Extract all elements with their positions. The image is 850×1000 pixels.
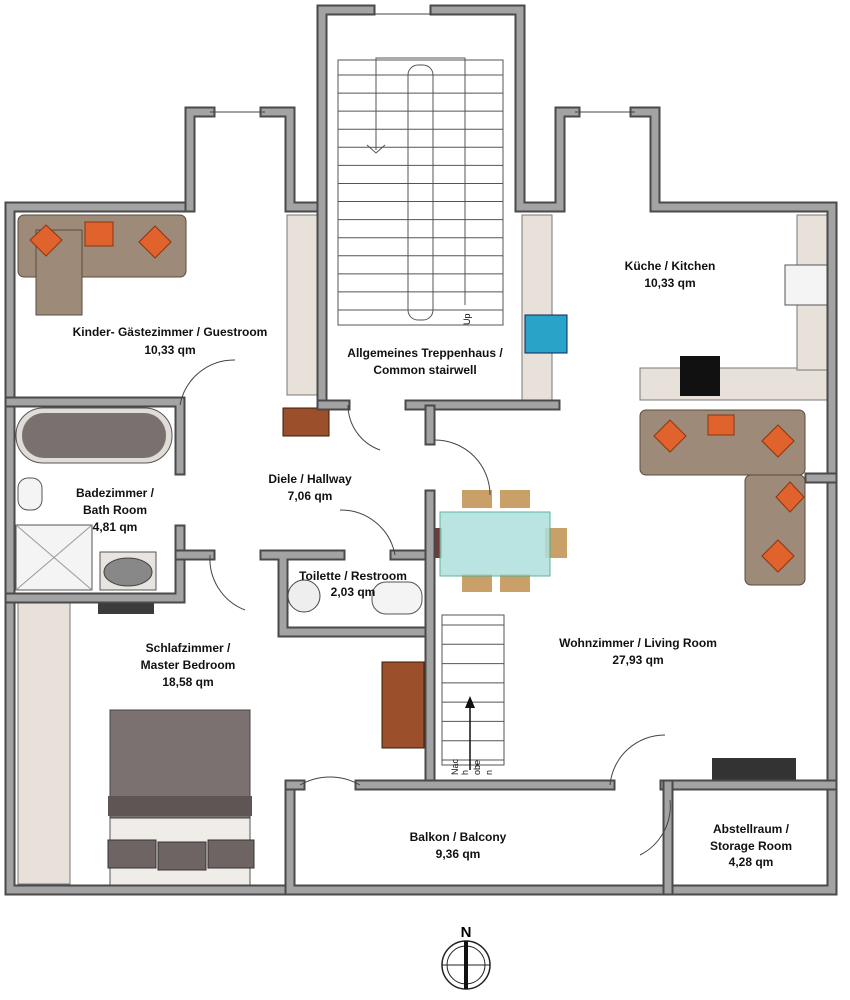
furniture: Up Nac h obe n bbox=[15, 57, 831, 886]
bed bbox=[107, 709, 255, 886]
stairs-inner-label-0: Nac bbox=[450, 758, 460, 775]
walls bbox=[4, 4, 838, 896]
bathroom-area: 4,81 qm bbox=[93, 520, 138, 534]
hallway-area: 7,06 qm bbox=[288, 489, 333, 503]
bedroom-name-1: Schlafzimmer / bbox=[146, 641, 231, 655]
compass-north-label: N bbox=[461, 924, 472, 941]
wall-segment bbox=[176, 551, 434, 636]
restroom-toilet bbox=[371, 581, 423, 615]
room-labels: Kinder- Gästezimmer / Guestroom 10,33 qm… bbox=[73, 259, 792, 869]
restroom-sink bbox=[287, 579, 321, 613]
bathroom-name-1: Badezimmer / bbox=[76, 486, 155, 500]
storage-name-1: Abstellraum / bbox=[713, 822, 790, 836]
balcony-area: 9,36 qm bbox=[436, 847, 481, 861]
wall-segment bbox=[184, 106, 328, 213]
bedroom-area: 18,58 qm bbox=[162, 675, 213, 689]
living-stairs: Nac h obe n bbox=[441, 614, 505, 775]
kitchen-counter bbox=[521, 214, 831, 401]
wall-segment bbox=[186, 108, 326, 211]
hall-chest bbox=[282, 407, 330, 437]
doors bbox=[179, 13, 671, 856]
stairwell-name-1: Allgemeines Treppenhaus / bbox=[347, 346, 503, 360]
bath-toilet bbox=[17, 477, 43, 511]
guestroom-name: Kinder- Gästezimmer / Guestroom bbox=[73, 325, 268, 339]
kitchen-area: 10,33 qm bbox=[644, 276, 695, 290]
bedroom-wardrobe bbox=[17, 601, 71, 885]
stairs-inner-label-3: n bbox=[484, 770, 494, 775]
bathroom-name-2: Bath Room bbox=[83, 503, 147, 517]
wall-segment bbox=[6, 203, 294, 894]
compass: N bbox=[441, 924, 491, 990]
kitchen-name: Küche / Kitchen bbox=[625, 259, 716, 273]
bedroom-name-2: Master Bedroom bbox=[141, 658, 236, 672]
living-name: Wohnzimmer / Living Room bbox=[559, 636, 717, 650]
living-sofa bbox=[639, 409, 806, 586]
storage-area: 4,28 qm bbox=[729, 855, 774, 869]
wall-segment bbox=[286, 6, 836, 894]
balcony-name: Balkon / Balcony bbox=[410, 830, 507, 844]
hallway-name: Diele / Hallway bbox=[268, 472, 352, 486]
stairs-inner-label-2: obe bbox=[472, 760, 482, 775]
guestroom-wardrobe bbox=[286, 214, 318, 396]
dining-table bbox=[428, 490, 567, 592]
storage-name-2: Storage Room bbox=[710, 839, 792, 853]
common-stairs: Up bbox=[337, 57, 504, 326]
living-chest bbox=[381, 661, 425, 749]
guestroom-area: 10,33 qm bbox=[144, 343, 195, 357]
shower bbox=[15, 524, 93, 591]
bathtub bbox=[15, 407, 173, 464]
fireplace bbox=[712, 758, 796, 782]
toilet-area: 2,03 qm bbox=[331, 585, 376, 599]
stairs-up-label: Up bbox=[462, 313, 472, 325]
guestroom-sofa bbox=[17, 214, 187, 316]
stairwell-name-2: Common stairwell bbox=[373, 363, 476, 377]
toilet-name: Toilette / Restroom bbox=[299, 569, 407, 583]
living-area: 27,93 qm bbox=[612, 653, 663, 667]
stairs-inner-label-1: h bbox=[460, 770, 470, 775]
bath-sink bbox=[99, 551, 157, 591]
